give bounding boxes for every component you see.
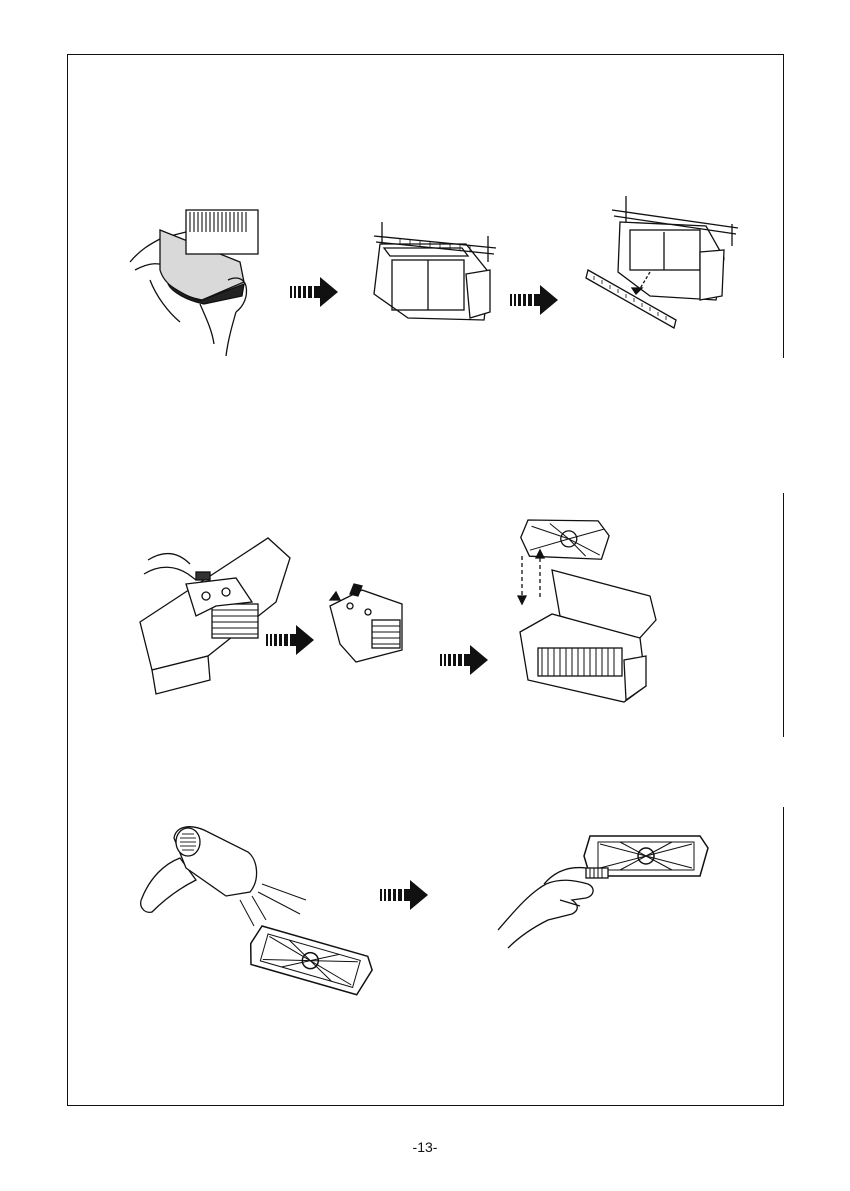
- hands-removing-dustbin-figure: [130, 210, 258, 356]
- exploded-filter-assembly-figure: [518, 516, 656, 702]
- hand-opening-dustbin-cover-figure: [140, 538, 290, 694]
- hairdryer-drying-filter-figure: [141, 827, 376, 997]
- filter-cartridge-figure: [330, 584, 402, 662]
- hand-brushing-filter-figure: [498, 836, 708, 948]
- striped-right-arrow-icon: [380, 880, 428, 910]
- striped-right-arrow-icon: [266, 625, 314, 655]
- filter-frame-with-strip-removed-figure: [586, 196, 738, 328]
- striped-right-arrow-icon: [510, 285, 558, 315]
- striped-right-arrow-icon: [440, 645, 488, 675]
- striped-right-arrow-icon: [290, 277, 338, 307]
- dustbin-filter-frame-figure: [374, 222, 496, 320]
- page-number: -13-: [0, 1139, 850, 1155]
